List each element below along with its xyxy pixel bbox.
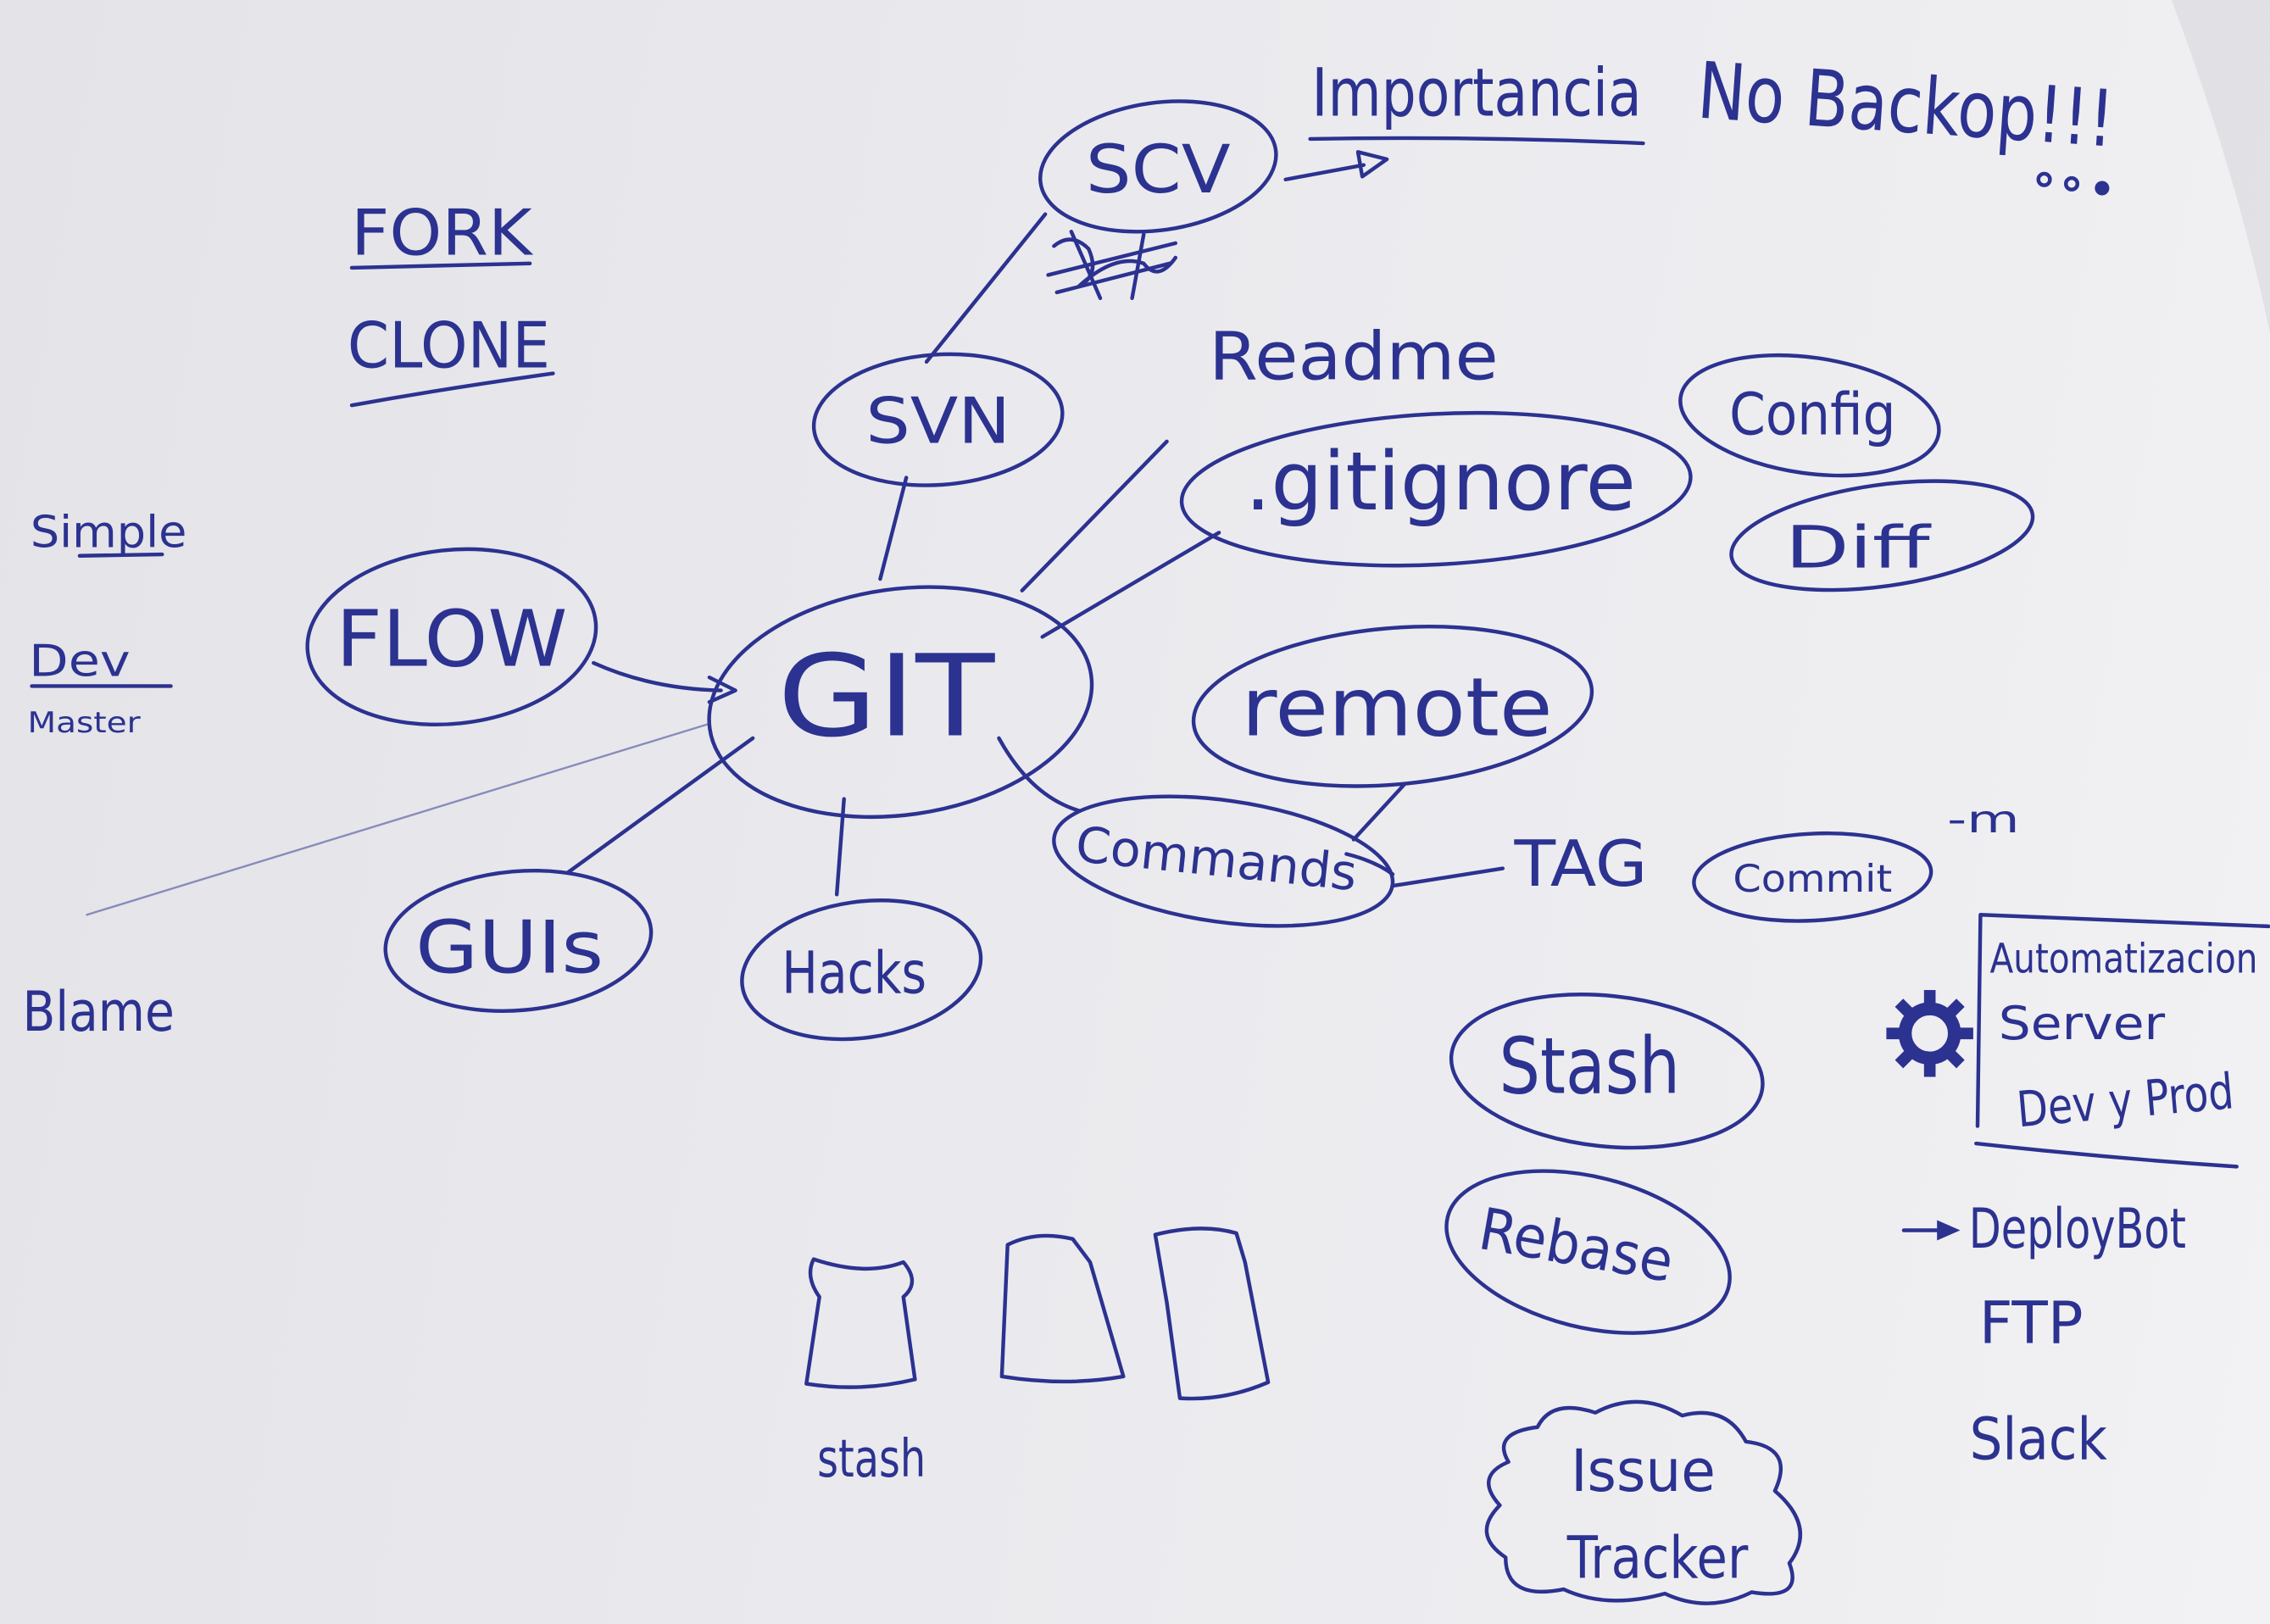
dev-label: Dev xyxy=(29,636,131,687)
arrow-icon xyxy=(1283,150,1389,181)
config-label: Config xyxy=(1729,381,1895,448)
svn-oval xyxy=(811,352,1065,487)
stash-label: Stash xyxy=(1499,1020,1680,1111)
simple-underline xyxy=(77,552,164,558)
importance-underline xyxy=(1308,136,1645,146)
clone-underline xyxy=(349,371,555,408)
stash-sketch-box xyxy=(1153,1226,1271,1401)
issue-tracker-line1: Issue xyxy=(1571,1438,1716,1505)
commands-overstroke xyxy=(1344,852,1395,876)
connector-scv-svn xyxy=(924,212,1048,364)
connector-git-guis xyxy=(565,736,755,875)
fork-underline xyxy=(349,261,532,270)
commit-oval xyxy=(1692,831,1933,923)
gitignore-label: .gitignore xyxy=(1245,434,1636,529)
flow-label: FLOW xyxy=(336,593,567,685)
svn-label: SVN xyxy=(865,384,1010,459)
commit-flag: -m xyxy=(1947,798,2019,842)
trailing-dot xyxy=(2095,181,2110,196)
diff-oval xyxy=(1729,479,2035,592)
integration-deploybot: DeployBot xyxy=(1969,1198,2186,1261)
tag-label: TAG xyxy=(1513,826,1647,901)
readme-label: Readme xyxy=(1209,317,1499,395)
connector-gitignore-git xyxy=(1040,531,1221,639)
automation-title: Automatizacion xyxy=(1990,937,2258,983)
connector-remote-commands xyxy=(1351,782,1406,842)
automation-box xyxy=(1975,913,2270,1128)
git-oval xyxy=(707,585,1094,820)
blame-label: Blame xyxy=(22,981,174,1044)
connector-git-commands xyxy=(997,736,1081,813)
trailing-dot xyxy=(2036,171,2052,187)
commands-label: Commands xyxy=(1073,815,1360,902)
paper-corner-shadow xyxy=(2171,0,2270,333)
flow-oval xyxy=(305,547,598,727)
rebase-oval xyxy=(1444,1169,1732,1335)
connector-svn-git xyxy=(878,476,909,581)
gear-icon xyxy=(1886,990,1973,1077)
integration-slack: Slack xyxy=(1970,1406,2108,1473)
importance-heading: Importancia xyxy=(1311,54,1641,132)
guis-label: GUIs xyxy=(415,907,604,991)
stash-sketch-label: stash xyxy=(817,1429,926,1489)
stash-sketch-box xyxy=(804,1257,917,1389)
integration-ftp: FTP xyxy=(1979,1291,2084,1358)
crossed-out-scribble xyxy=(1046,230,1178,300)
guis-oval xyxy=(383,868,654,1013)
hacks-oval xyxy=(740,898,983,1042)
rebase-label: Rebase xyxy=(1474,1196,1678,1296)
connector-commands-tag xyxy=(1390,866,1505,888)
gitignore-oval xyxy=(1179,410,1693,568)
diff-label: Diff xyxy=(1785,514,1933,581)
connector-git-blame xyxy=(86,722,711,916)
issue-tracker-cloud xyxy=(1484,1399,1802,1605)
connector-git-hacks xyxy=(834,797,846,897)
hacks-label: Hacks xyxy=(782,940,926,1007)
no-backup-note: No Backop!!! xyxy=(1694,45,2117,165)
remote-label: remote xyxy=(1242,660,1553,755)
clone-label: CLONE xyxy=(348,309,550,383)
config-oval xyxy=(1678,353,1941,478)
automation-underline xyxy=(1974,1141,2239,1169)
git-label: GIT xyxy=(777,631,995,763)
master-label: Master xyxy=(27,706,141,740)
remote-oval xyxy=(1191,624,1594,788)
automation-item-server: Server xyxy=(1999,996,2166,1050)
fork-label: FORK xyxy=(351,196,533,270)
automation-item-dev-prod: Dev y Prod xyxy=(2015,1062,2236,1138)
simple-label: Simple xyxy=(31,508,186,559)
arrow-icon xyxy=(1901,1220,1961,1241)
trailing-dot xyxy=(2063,175,2080,192)
issue-tracker-line2: Tracker xyxy=(1566,1525,1749,1592)
scv-oval xyxy=(1038,99,1278,234)
connector-readme-git xyxy=(1020,439,1169,592)
stash-oval xyxy=(1449,993,1765,1150)
commit-label: Commit xyxy=(1733,858,1892,901)
scv-label: SCV xyxy=(1086,131,1231,209)
stash-sketch-box xyxy=(999,1233,1126,1384)
